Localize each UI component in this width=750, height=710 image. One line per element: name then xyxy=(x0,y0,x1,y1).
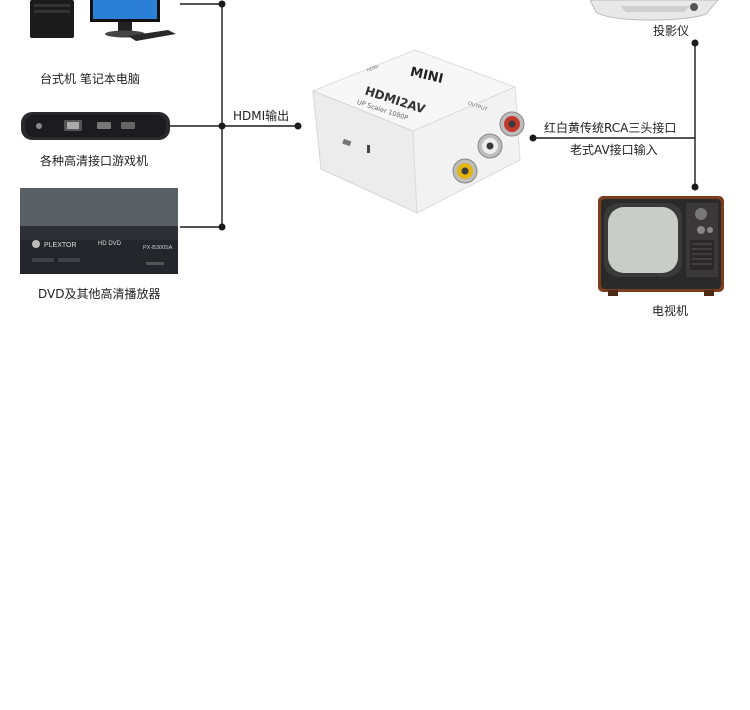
source-label-dvd: DVD及其他高清播放器 xyxy=(38,287,161,301)
projector-icon xyxy=(590,0,720,22)
source-label-console: 各种高清接口游戏机 xyxy=(40,154,149,168)
node-dot xyxy=(218,223,226,231)
node-dot xyxy=(218,0,226,8)
rca-interface-label: 红白黄传统RCA三头接口 xyxy=(544,121,677,135)
rca-red-jack-icon xyxy=(499,111,525,137)
converter-brand-text: MINI xyxy=(409,65,445,87)
source-label-desktop: 台式机 笔记本电脑 xyxy=(40,72,140,86)
desktop-computer-icon xyxy=(20,0,180,50)
dvd-model-text: PX-B300SA xyxy=(143,245,173,251)
av-input-label: 老式AV接口输入 xyxy=(570,143,658,157)
node-dot xyxy=(691,39,699,47)
dvd-player-icon: PLEXTOR HD DVD PX-B300SA xyxy=(18,186,180,276)
node-dot xyxy=(294,122,302,130)
converter-side-text: HDMI xyxy=(366,64,379,74)
hdmi-output-label: HDMI输出 xyxy=(233,109,290,123)
crt-television-icon xyxy=(596,192,728,298)
dvd-brand-text: PLEXTOR xyxy=(44,242,77,249)
node-dot xyxy=(529,134,537,142)
dvd-logo-text: HD DVD xyxy=(98,241,122,247)
node-dot xyxy=(218,122,226,130)
target-label-projector: 投影仪 xyxy=(653,24,690,38)
node-dot xyxy=(691,183,699,191)
hdmi2av-converter-icon: MINI HDMI2AV UP Scaler 1080P OUTPUT HDMI xyxy=(305,45,535,215)
rca-white-jack-icon xyxy=(477,133,503,159)
game-console-icon xyxy=(20,110,172,144)
target-label-tv: 电视机 xyxy=(652,304,689,318)
rca-yellow-jack-icon xyxy=(452,158,478,184)
